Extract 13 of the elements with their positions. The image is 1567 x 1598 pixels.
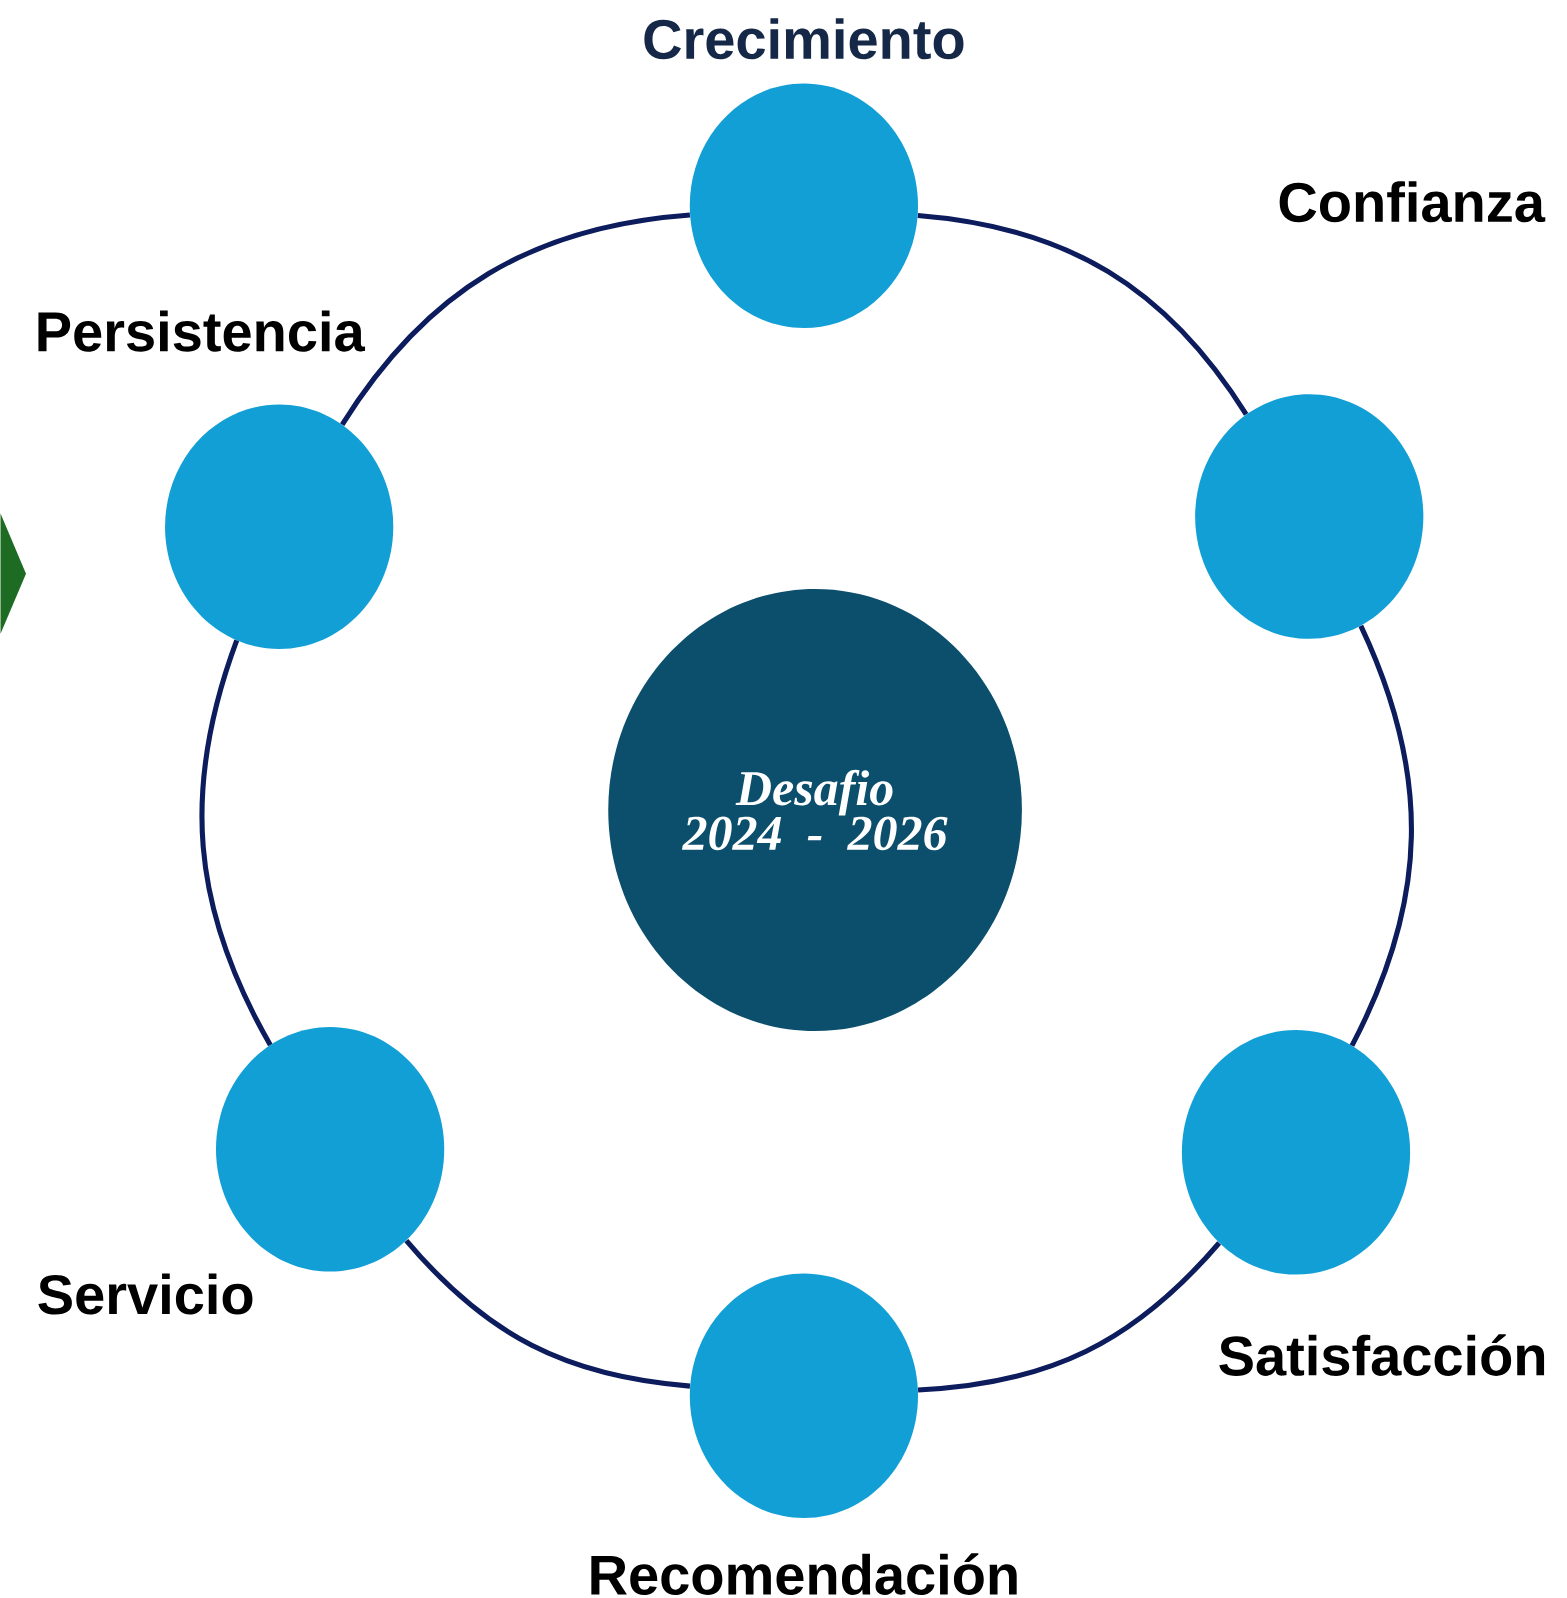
node-label: Satisfacción bbox=[1219, 1334, 1545, 1376]
ring-arc bbox=[199, 639, 273, 1047]
ring-arc bbox=[917, 213, 1249, 416]
ring-arc bbox=[1349, 624, 1414, 1047]
ring-arc bbox=[340, 212, 691, 427]
node-label: Crecimiento bbox=[644, 18, 964, 60]
node-label: Persistencia bbox=[38, 310, 366, 352]
node-label: Servicio bbox=[38, 1273, 253, 1315]
ring-arc bbox=[917, 1241, 1221, 1393]
node-label: Confianza bbox=[1279, 181, 1546, 223]
ring-arc bbox=[404, 1238, 691, 1389]
node-label: Recomendación bbox=[591, 1553, 1017, 1595]
arrow-tip-shape bbox=[0, 513, 26, 634]
